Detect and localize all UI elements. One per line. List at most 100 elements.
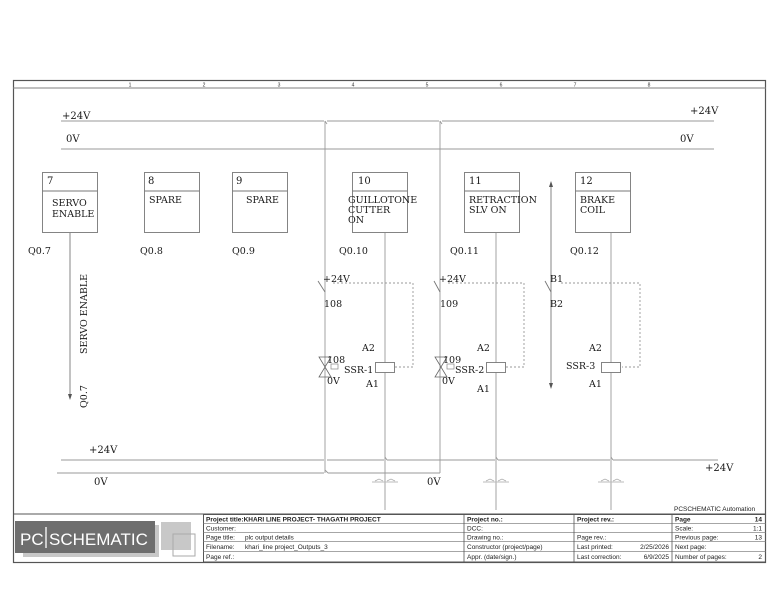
- rail-label-0v-bottom-left: 0V: [94, 477, 108, 488]
- output-text-line: RETRACTION: [469, 195, 537, 206]
- company-label: PCSCHEMATIC Automation: [674, 506, 756, 513]
- circuit-ssr-1[interactable]: +24V 108 108 0V SSR-1 A2 A1: [317, 274, 414, 390]
- ruler-column-label: 4: [352, 83, 355, 89]
- logo-text-pc: PC: [20, 530, 44, 549]
- circuit-ssr-2[interactable]: +24V 109 109 0V SSR-2 A2 A1: [433, 274, 525, 395]
- xref-mark-icon: [598, 478, 624, 483]
- ruler-column-label: 6: [500, 83, 503, 89]
- relay-coil-icon: [375, 362, 395, 373]
- ruler-column-label: 8: [648, 83, 651, 89]
- page-ref-label: Page ref.:: [206, 554, 234, 561]
- project-rev-label: Project rev.:: [577, 517, 614, 524]
- output-module-8[interactable]: 8 SPARE Q0.8: [140, 172, 200, 258]
- rail-label-0v-top-left: 0V: [66, 134, 80, 145]
- project-title-label: Project title:KHARI LINE PROJECT- THAGAT…: [206, 517, 381, 524]
- output-address: Q0.10: [339, 246, 368, 257]
- rail-label-0v-bottom-mid: 0V: [427, 477, 441, 488]
- rail-label-plus24v-bottom-right: +24V: [705, 463, 734, 474]
- output-address: Q0.9: [232, 246, 255, 257]
- output-text-line: SPARE: [149, 195, 182, 206]
- servo-enable-signal: SERVO ENABLE Q0.7: [68, 233, 90, 408]
- rail-label-plus24v-top-left: +24V: [62, 111, 91, 122]
- project-no-label: Project no.:: [467, 517, 503, 524]
- switch-top-label: +24V: [323, 274, 350, 285]
- previous-page-value: 13: [755, 535, 763, 542]
- solenoid-valve-icon: [434, 356, 455, 378]
- number-of-pages-value: 2: [758, 554, 762, 561]
- output-text-line: GUILLOTONE: [348, 195, 417, 206]
- output-number: 11: [469, 176, 482, 187]
- output-text-line: CUTTER: [348, 205, 391, 216]
- ruler-column-label: 5: [426, 83, 429, 89]
- output-address: Q0.12: [570, 246, 599, 257]
- output-module-7[interactable]: 7 SERVO ENABLE Q0.7: [28, 172, 98, 258]
- dashed-link: [448, 282, 525, 368]
- output-module-11[interactable]: 11 RETRACTION SLV ON Q0.11: [450, 172, 537, 258]
- output-text-line: COIL: [580, 205, 606, 216]
- rail-label-plus24v-bottom-left: +24V: [89, 445, 118, 456]
- ruler-column-label: 3: [278, 83, 281, 89]
- output-text-line: BRAKE: [580, 195, 615, 206]
- valve-supply-label: 0V: [327, 376, 340, 387]
- page-label: Page: [675, 517, 691, 524]
- scale-value: 1:1: [753, 526, 762, 533]
- output-number: 7: [47, 176, 53, 187]
- relay-a1-label: A1: [476, 384, 490, 395]
- title-block: PCSCHEMATIC Automation PC SCHEMATIC Proj…: [13, 506, 766, 563]
- dashed-link: [333, 282, 414, 368]
- relay-label: SSR-3: [566, 361, 595, 372]
- relay-a2-label: A2: [476, 343, 490, 354]
- relay-a1-label: A1: [365, 379, 379, 390]
- last-correction-value: 6/9/2025: [644, 554, 670, 561]
- customer-label: Customer:: [206, 526, 236, 533]
- switch-top-label: B1: [550, 274, 563, 285]
- output-text-line: ON: [348, 215, 364, 226]
- output-number: 12: [580, 176, 593, 187]
- appr-label: Appr. (date/sign.): [467, 554, 517, 561]
- rail-label-plus24v-top-right: +24V: [690, 106, 719, 117]
- relay-coil-icon: [486, 362, 506, 373]
- output-number: 9: [236, 176, 242, 187]
- arrow-up-icon: [549, 181, 553, 187]
- relay-coil-icon: [601, 362, 621, 373]
- dcc-label: DCC:: [467, 526, 483, 533]
- previous-page-label: Previous page:: [675, 535, 719, 542]
- servo-enable-label: SERVO ENABLE: [79, 274, 90, 354]
- output-address: Q0.7: [28, 246, 51, 257]
- circuit-ssr-3[interactable]: B1 B2 SSR-3 A2 A1: [544, 181, 641, 390]
- drawing-no-label: Drawing no.:: [467, 535, 504, 542]
- output-module-9[interactable]: 9 SPARE Q0.9: [232, 172, 288, 258]
- last-printed-label: Last printed:: [577, 544, 613, 551]
- ruler-column-label: 1: [129, 83, 132, 89]
- arrow-down-icon: [549, 383, 553, 389]
- output-text-line: SPARE: [246, 195, 279, 206]
- servo-enable-address: Q0.7: [79, 385, 90, 408]
- ruler-column-label: 7: [574, 83, 577, 89]
- output-text-line: SERVO: [52, 198, 87, 209]
- solenoid-valve-icon: [318, 356, 339, 378]
- pcschematic-logo: PC SCHEMATIC: [15, 521, 196, 557]
- output-number: 10: [358, 176, 371, 187]
- relay-label: SSR-1: [344, 365, 373, 376]
- ruler-column-label: 2: [203, 83, 206, 89]
- page-title-value: plc output details: [245, 535, 295, 542]
- output-module-10[interactable]: 10 GUILLOTONE CUTTER ON Q0.10: [339, 172, 417, 258]
- constructor-label: Constructor (project/page): [467, 544, 543, 551]
- last-correction-label: Last correction:: [577, 554, 622, 561]
- switch-bottom-label: B2: [550, 299, 563, 310]
- next-page-label: Next page:: [675, 544, 707, 551]
- output-module-12[interactable]: 12 BRAKE COIL Q0.12: [570, 172, 631, 258]
- valve-supply-label: 0V: [442, 376, 455, 387]
- xref-mark-icon: [483, 478, 509, 483]
- output-address: Q0.11: [450, 246, 479, 257]
- switch-contact-icon: [544, 280, 552, 293]
- last-printed-value: 2/25/2026: [640, 544, 669, 551]
- output-text-line: SLV ON: [469, 205, 507, 216]
- xref-mark-icon: [372, 478, 398, 483]
- scale-label: Scale:: [675, 526, 693, 533]
- switch-contact-icon: [433, 280, 441, 293]
- relay-label: SSR-2: [455, 365, 484, 376]
- switch-top-label: +24V: [439, 274, 466, 285]
- logo-text-schematic: SCHEMATIC: [49, 530, 148, 549]
- valve-label: 108: [327, 355, 345, 366]
